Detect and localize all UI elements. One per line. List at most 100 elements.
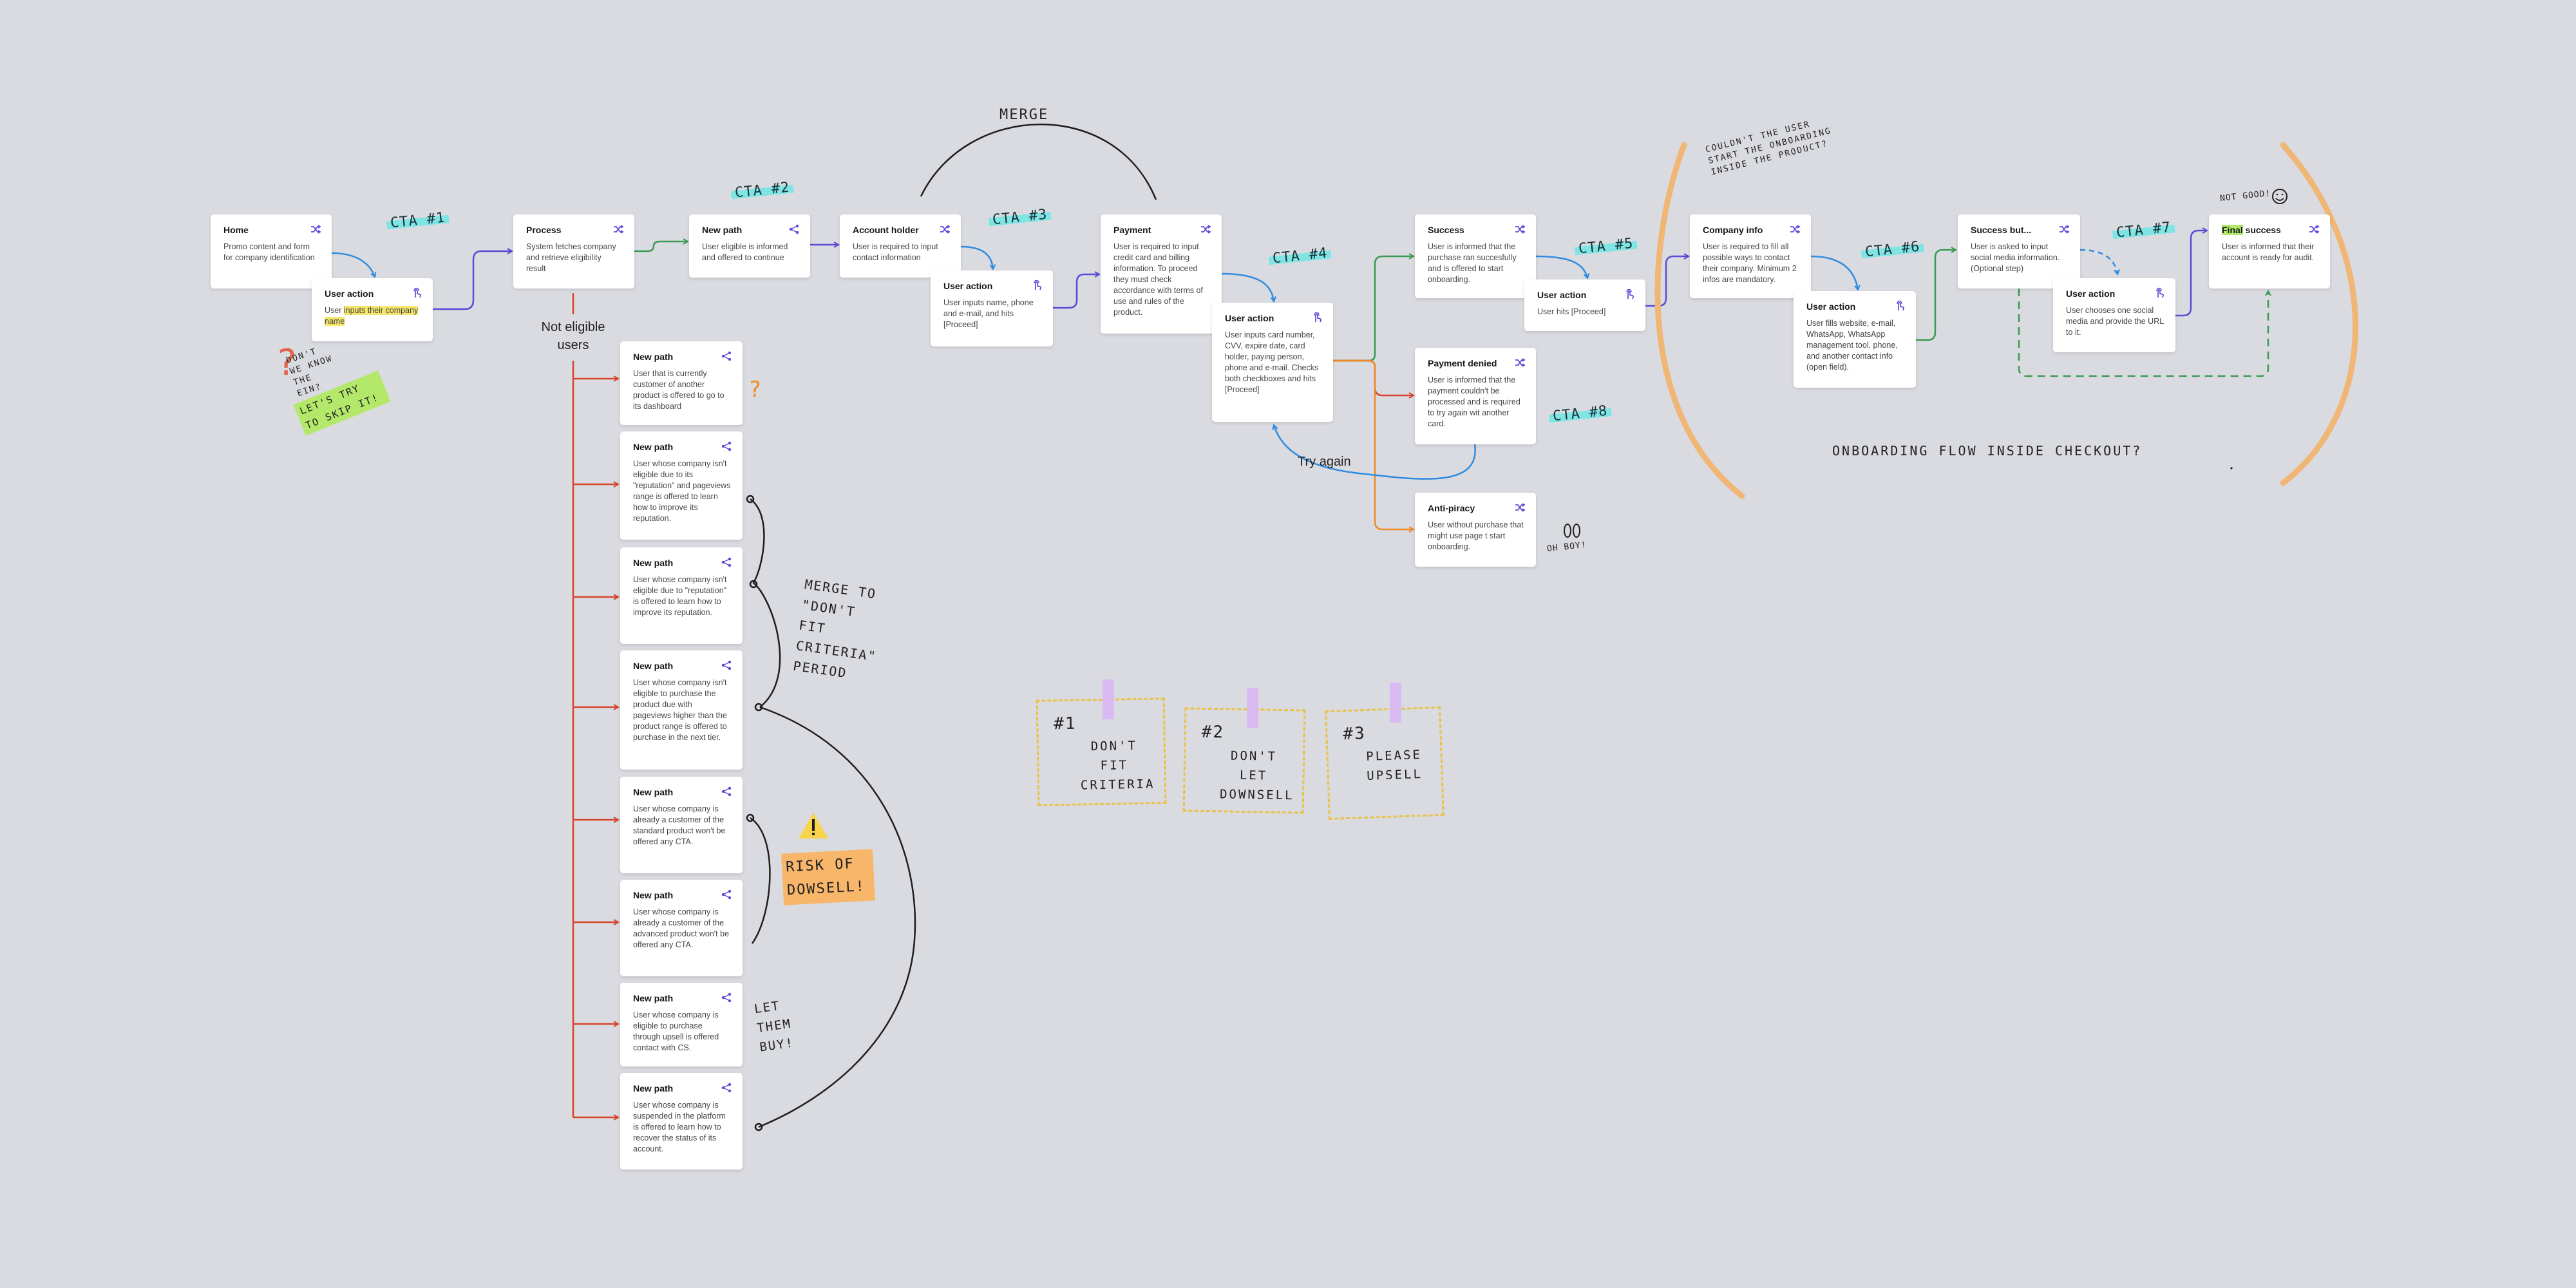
- touch-icon: [1624, 289, 1635, 300]
- sticky-note-2[interactable]: #2 DON'T LET DOWNSELL: [1183, 707, 1306, 813]
- card-user-action-social[interactable]: User action User chooses one social medi…: [2053, 278, 2175, 352]
- shuffle-icon: [939, 223, 951, 235]
- sticky-note-3[interactable]: #3 PLEASE UPSELL: [1325, 706, 1444, 820]
- card-new-path-eligible[interactable]: New path User eligible is informed and o…: [689, 214, 810, 278]
- connector-company-to-action5: [1811, 256, 1858, 290]
- card-title: Success but...: [1971, 225, 2069, 235]
- card-title: New path: [633, 352, 731, 362]
- card-description: System fetches company and retrieve elig…: [526, 242, 623, 274]
- connector-process-to-newpath: [634, 242, 688, 251]
- card-description: User is required to input credit card an…: [1113, 242, 1210, 318]
- connector-action5-to-successbut: [1916, 250, 1956, 340]
- card-new-path-7[interactable]: New path User whose company is eligible …: [620, 983, 743, 1066]
- card-description: User is informed that the purchase ran s…: [1428, 242, 1524, 285]
- card-description: User is asked to input social media info…: [1971, 242, 2069, 274]
- touch-icon: [1894, 300, 1906, 312]
- share-icon: [721, 350, 732, 362]
- card-anti-piracy[interactable]: Anti-piracy User without purchase that m…: [1415, 493, 1536, 567]
- card-description: User inputs card number, CVV, expire dat…: [1225, 330, 1321, 395]
- card-title: New path: [633, 993, 731, 1003]
- card-description: User that is currently customer of anoth…: [633, 368, 731, 412]
- card-new-path-8[interactable]: New path User whose company is suspended…: [620, 1073, 743, 1170]
- connector-branch-green: [1333, 256, 1414, 361]
- card-user-action-company[interactable]: User action User inputs their company na…: [312, 278, 433, 341]
- share-icon: [721, 556, 732, 568]
- risk-of-downsell-note: RISK OF DOWSELL!: [781, 849, 875, 905]
- card-company-info[interactable]: Company info User is required to fill al…: [1690, 214, 1811, 298]
- card-new-path-5[interactable]: New path User whose company is already a…: [620, 777, 743, 873]
- card-title: New path: [633, 661, 731, 671]
- shuffle-icon: [1514, 223, 1526, 235]
- card-user-action-card[interactable]: User action User inputs card number, CVV…: [1212, 303, 1333, 422]
- card-account-holder[interactable]: Account holder User is required to input…: [840, 214, 961, 278]
- not-eligible-label: Not eligible users: [529, 318, 617, 354]
- card-new-path-4[interactable]: New path User whose company isn't eligib…: [620, 650, 743, 770]
- card-title: Payment: [1113, 225, 1210, 235]
- card-title: New path: [633, 787, 731, 797]
- bracket-merge-to: [750, 499, 780, 707]
- card-description: User inputs name, phone and e-mail, and …: [943, 298, 1041, 330]
- card-description: User whose company is eligible to purcha…: [633, 1010, 731, 1054]
- shuffle-icon: [1789, 223, 1801, 235]
- card-final-success[interactable]: Final success User is informed that thei…: [2209, 214, 2330, 289]
- card-title: Home: [223, 225, 320, 235]
- connector-success-to-action4: [1536, 256, 1587, 278]
- card-title: Success: [1428, 225, 1524, 235]
- card-payment-denied[interactable]: Payment denied User is informed that the…: [1415, 348, 1536, 444]
- sticky-text: DON'T LET DOWNSELL: [1200, 746, 1288, 805]
- card-description: User is required to input contact inform…: [853, 242, 949, 263]
- touch-icon: [1031, 279, 1043, 291]
- card-new-path-6[interactable]: New path User whose company is already a…: [620, 880, 743, 976]
- card-title: Process: [526, 225, 623, 235]
- card-new-path-1[interactable]: New path User that is currently customer…: [620, 341, 743, 425]
- sticky-text: DON'T FIT CRITERIA: [1054, 736, 1150, 796]
- card-description: User whose company is already a customer…: [633, 907, 731, 951]
- card-user-action-contact[interactable]: User action User inputs name, phone and …: [931, 270, 1053, 346]
- question-mark-orange: ?: [748, 377, 761, 402]
- shuffle-icon: [310, 223, 321, 235]
- card-user-action-proceed[interactable]: User action User hits [Proceed]: [1524, 279, 1645, 331]
- sticky-number: #3: [1343, 722, 1425, 744]
- card-description: User whose company isn't eligible due to…: [633, 459, 731, 524]
- share-icon: [721, 992, 732, 1003]
- connector-action2-to-payment: [1053, 274, 1099, 308]
- card-new-path-2[interactable]: New path User whose company isn't eligib…: [620, 431, 743, 540]
- card-home[interactable]: Home Promo content and form for company …: [211, 214, 332, 289]
- shuffle-icon: [612, 223, 624, 235]
- card-new-path-3[interactable]: New path User whose company isn't eligib…: [620, 547, 743, 644]
- card-title: User action: [1225, 313, 1321, 323]
- card-process[interactable]: Process System fetches company and retri…: [513, 214, 634, 289]
- connector-successbut-to-action6: [2080, 250, 2117, 274]
- tape-3: [1390, 683, 1401, 723]
- shuffle-icon: [2058, 223, 2070, 235]
- card-description: User chooses one social media and provid…: [2066, 305, 2164, 338]
- connector-account-to-action2: [961, 247, 993, 269]
- card-title: User action: [1806, 301, 1904, 312]
- connector-home-to-action: [332, 253, 375, 277]
- card-title: Anti-piracy: [1428, 503, 1524, 513]
- card-payment[interactable]: Payment User is required to input credit…: [1101, 214, 1222, 334]
- card-description: User whose company isn't eligible to pur…: [633, 677, 731, 743]
- merge-to-note: MERGE TO "DON'T FIT CRITERIA" PERIOD: [792, 574, 896, 688]
- card-success-but[interactable]: Success but... User is asked to input so…: [1958, 214, 2080, 289]
- connector-payment-to-action3: [1222, 274, 1274, 301]
- card-description: User whose company isn't eligible due to…: [633, 574, 731, 618]
- card-title: New path: [633, 442, 731, 452]
- touch-icon: [411, 287, 422, 299]
- card-description: User inputs their company name: [325, 305, 421, 327]
- card-title: Account holder: [853, 225, 949, 235]
- card-description: User eligible is informed and offered to…: [702, 242, 799, 263]
- onboarding-question-note: ONBOARDING FLOW INSIDE CHECKOUT?: [1832, 443, 2142, 459]
- shuffle-icon: [1514, 357, 1526, 368]
- connector-action-to-process: [433, 251, 512, 309]
- card-success[interactable]: Success User is informed that the purcha…: [1415, 214, 1536, 298]
- connector-action4-to-company: [1645, 256, 1689, 306]
- sticky-text: PLEASE UPSELL: [1343, 745, 1426, 786]
- card-user-action-contacts[interactable]: User action User fills website, e-mail, …: [1794, 291, 1916, 388]
- sticky-note-1[interactable]: #1 DON'T FIT CRITERIA: [1036, 697, 1167, 806]
- eyes-icon: [1564, 524, 1580, 537]
- tape-2: [1247, 688, 1258, 728]
- sticky-number: #2: [1201, 723, 1288, 743]
- merge-arc: [921, 124, 1156, 200]
